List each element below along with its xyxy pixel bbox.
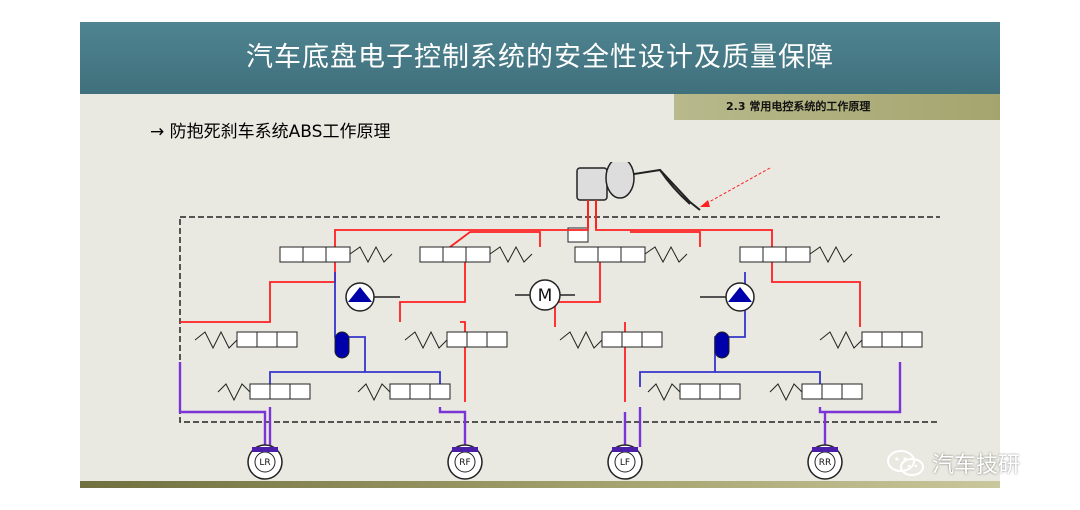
motor-label: M [538,286,553,306]
arrow-icon: → [150,122,165,142]
bullet-text: 防抱死刹车系统ABS工作原理 [169,122,391,142]
section-label: 2.3 常用电控系统的工作原理 [726,100,871,113]
wheel-lf: LF [607,444,643,480]
pedal-pointer [699,167,771,208]
slide: 汽车底盘电子控制系统的安全性设计及质量保障 2.3 常用电控系统的工作原理 → … [80,22,1000,488]
outlet-valve-2 [404,330,508,350]
master-cylinder [576,162,701,211]
inlet-valve-3 [574,245,688,264]
watermark: 汽车技研 [886,446,1020,480]
hydraulic-unit-boundary [179,216,940,423]
outlet-valve-1 [194,330,298,350]
accumulator-left [334,331,350,359]
hold-valve-2 [357,383,451,402]
wheel-label-rf: RF [459,458,470,468]
brake-lines [180,228,861,402]
inlet-valve-1 [279,245,393,264]
wheel-rf: RF [447,444,483,480]
outlet-valve-3 [559,330,663,350]
section-tag: 2.3 常用电控系统的工作原理 [674,94,1000,120]
hold-valve-4 [769,383,863,402]
inlet-valve-2 [419,245,533,264]
inlet-valve-4 [739,245,853,264]
watermark-text: 汽车技研 [932,453,1021,478]
wheel-label-lf: LF [620,458,630,468]
wheel-lines [178,362,902,447]
pump-left [345,282,400,312]
outlet-valve-4 [819,330,923,350]
title-bar: 汽车底盘电子控制系统的安全性设计及质量保障 [80,22,1000,94]
wheel-label-rr: RR [819,458,832,468]
wheel-lr: LR [247,444,283,480]
wechat-icon [887,450,924,476]
pointer-arrowhead [700,200,710,207]
bullet-line: → 防抱死刹车系统ABS工作原理 [150,117,390,142]
pump-motor: M [515,279,575,311]
wheel-label-lr: LR [259,458,270,468]
bottom-bar [80,481,1000,488]
wheel-rr: RR [807,444,843,480]
pump-right [700,282,755,312]
pressure-sensor [567,227,589,243]
hold-valve-1 [217,383,311,402]
hold-valve-3 [647,383,741,402]
return-lines [269,272,821,387]
abs-hydraulic-diagram: M LR RF [178,162,940,480]
accumulator-right [714,331,730,359]
slide-title: 汽车底盘电子控制系统的安全性设计及质量保障 [246,42,834,73]
